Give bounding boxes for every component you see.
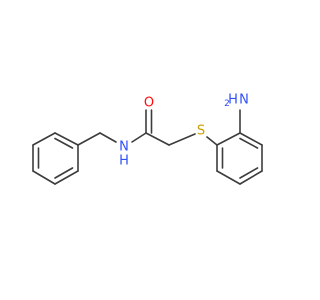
bond-double-inner <box>54 137 74 149</box>
bond-s-aryl <box>206 136 218 146</box>
bond-benzyl-ch2 <box>77 132 101 146</box>
bond <box>32 132 56 146</box>
amine-n-symbol: N <box>239 93 249 108</box>
bond <box>239 170 263 185</box>
amide-nh-label: N H <box>119 140 129 169</box>
bond <box>216 170 241 185</box>
bond-double-inner <box>239 167 259 179</box>
bond-double-inner <box>54 167 74 179</box>
carbonyl-o-symbol: O <box>144 96 154 111</box>
benzene-ring-left <box>32 132 79 185</box>
thioether-s-symbol: S <box>197 124 205 139</box>
bond <box>32 170 56 185</box>
bond <box>239 132 263 146</box>
bond-ch2-n <box>99 132 117 143</box>
bond <box>54 132 79 146</box>
amide-h-symbol: H <box>119 154 129 169</box>
bond-carbonyl-ch2 <box>145 132 170 146</box>
benzene-ring-right <box>216 132 263 185</box>
amine-h-symbol: H <box>228 93 238 108</box>
bond <box>216 132 241 146</box>
amide-n-symbol: N <box>119 140 129 155</box>
bond-double-inner <box>239 137 259 149</box>
amine-subscript-2: 2 <box>224 99 230 109</box>
bond-ch2-s <box>168 133 196 146</box>
structure-canvas: N H O S H N 2 <box>32 93 263 185</box>
bond-n-carbonyl <box>131 132 147 143</box>
bond <box>54 170 79 185</box>
amine-nh2-label: H N 2 <box>224 93 249 110</box>
